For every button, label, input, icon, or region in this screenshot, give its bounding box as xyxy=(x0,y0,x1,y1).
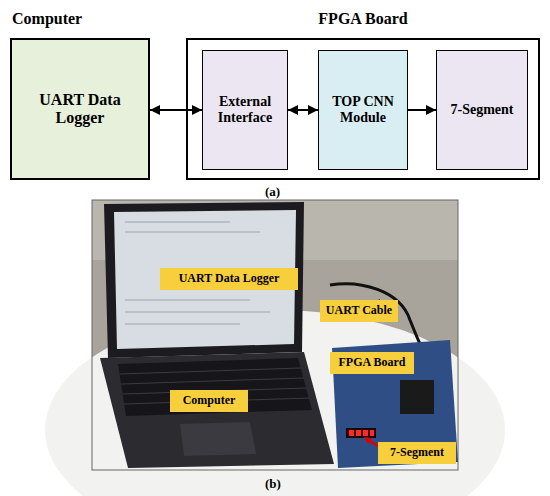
block-heading: Computer xyxy=(12,10,82,28)
data-arrow xyxy=(150,109,202,111)
block-label: 7-Segment xyxy=(451,102,514,118)
photo-callout: UART Cable xyxy=(320,300,398,322)
block-box: ComputerUART Data Logger xyxy=(10,38,150,180)
block-box: 7-Segment xyxy=(436,50,528,170)
photo-callout: Computer xyxy=(170,390,248,412)
seven-segment-display xyxy=(346,428,376,438)
block-box: External Interface xyxy=(202,50,288,170)
laptop-bezel xyxy=(104,202,304,358)
fpga-chip xyxy=(400,380,434,414)
panel-label: (b) xyxy=(265,476,281,492)
seven-segment-digits xyxy=(349,430,374,436)
block-label: 7-Segment xyxy=(390,446,444,460)
block-label: Computer xyxy=(183,394,236,408)
photo-callout: 7-Segment xyxy=(378,442,456,464)
photo-callout: FPGA Board xyxy=(330,352,414,374)
block-box: External Interface TOP CNN Module 7-Segmen… xyxy=(186,38,540,180)
block-label: UART Data Logger xyxy=(16,91,144,128)
fpga-board-pcb xyxy=(332,340,458,468)
display-pointer-head xyxy=(364,437,372,444)
photo-callout: UART Data Logger xyxy=(160,268,298,290)
block-label: TOP CNN Module xyxy=(323,94,403,126)
data-arrow xyxy=(408,109,436,111)
block-label: FPGA Board xyxy=(338,356,405,370)
laptop-keyboard xyxy=(118,358,312,416)
block-heading: FPGA Board xyxy=(318,10,407,28)
laptop-screen xyxy=(114,210,296,349)
panel-label: (a) xyxy=(265,184,280,200)
photo-frame xyxy=(92,200,458,470)
block-label: UART Cable xyxy=(326,304,392,318)
laptop-touchpad xyxy=(180,422,256,456)
laptop-base xyxy=(100,352,334,468)
block-box: TOP CNN Module xyxy=(318,50,408,170)
data-arrow xyxy=(288,109,318,111)
block-label: External Interface xyxy=(207,94,283,126)
block-label: UART Data Logger xyxy=(179,272,280,286)
